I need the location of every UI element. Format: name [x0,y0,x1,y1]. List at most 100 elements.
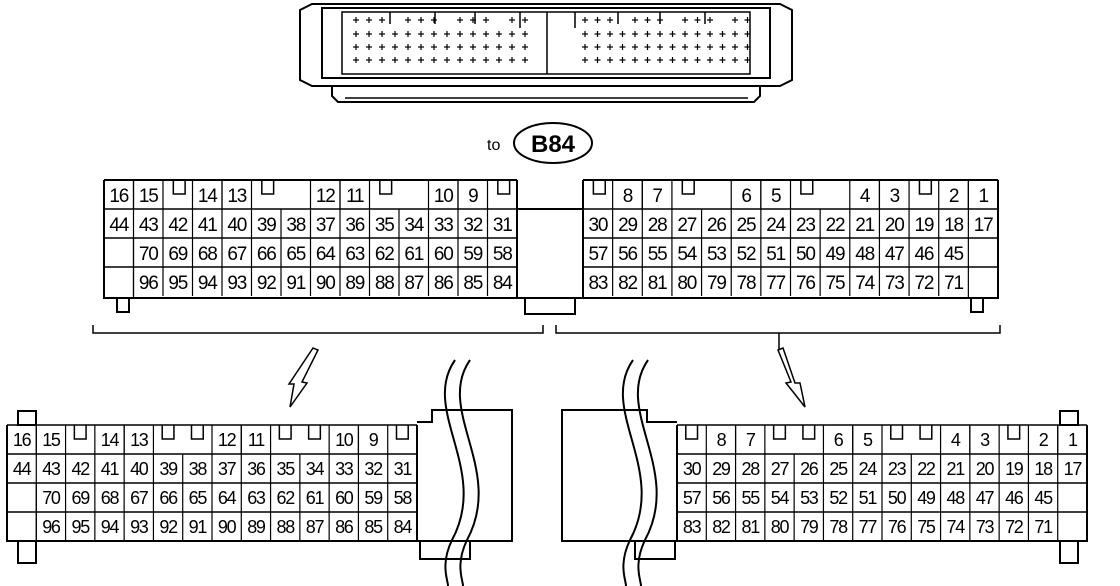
pin-label-65: 65 [189,488,208,508]
pin-label-45: 45 [944,244,963,265]
pin-label-27: 27 [677,215,696,236]
pin-label-94: 94 [101,517,120,537]
pin-label-37: 37 [218,459,237,479]
keying-notch [172,180,186,195]
pin-label-5: 5 [863,430,873,450]
split-brackets [92,325,1001,352]
pin-label-18: 18 [944,215,963,236]
pin-label-61: 61 [306,488,325,508]
pin-label-74: 74 [947,517,966,537]
pin-label-39: 39 [257,215,276,236]
keying-notch [772,425,787,440]
pin-label-96: 96 [42,517,61,537]
pin-label-75: 75 [917,517,936,537]
pin-label-64: 64 [218,488,237,508]
pin-label-22: 22 [826,215,845,236]
pin-label-21: 21 [947,459,966,479]
pin-label-92: 92 [159,517,178,537]
pin-label-11: 11 [346,186,364,207]
foot-right [970,297,984,313]
pin-label-3: 3 [890,186,900,207]
keying-notch [307,425,322,440]
pin-label-49: 49 [826,244,845,265]
pin-label-9: 9 [468,186,478,207]
pin-label-13: 13 [130,430,149,450]
pin-label-63: 63 [345,244,364,265]
pin-label-13: 13 [227,186,246,207]
foot-left-lower [17,540,37,564]
pin-label-41: 41 [101,459,120,479]
pin-label-7: 7 [746,430,756,450]
keying-notch [161,425,175,440]
pin-label-38: 38 [189,459,208,479]
pin-label-20: 20 [885,215,904,236]
pin-label-91: 91 [189,517,208,537]
pin-label-23: 23 [888,459,907,479]
pin-label-3: 3 [980,430,990,450]
foot-right-lower [1059,540,1079,564]
pin-label-6: 6 [834,430,844,450]
pin-label-47: 47 [885,244,904,265]
pin-label-17: 17 [974,215,993,236]
pin-label-93: 93 [130,517,149,537]
pin-label-43: 43 [42,459,61,479]
pin-label-53: 53 [707,244,726,265]
pin-label-94: 94 [198,273,218,294]
keying-notch [800,180,814,195]
pin-label-46: 46 [1005,488,1024,508]
pin-label-86: 86 [335,517,354,537]
pin-label-54: 54 [771,488,790,508]
keying-notch [918,180,933,195]
pin-label-50: 50 [796,244,815,265]
pin-label-35: 35 [277,459,296,479]
pin-label-95: 95 [168,273,187,294]
pin-label-18: 18 [1034,459,1053,479]
pin-label-38: 38 [286,215,305,236]
pin-label-85: 85 [364,517,383,537]
pin-label-11: 11 [248,430,265,450]
pin-label-82: 82 [712,517,731,537]
pin-label-9: 9 [369,430,379,450]
connector-illustration [299,3,793,103]
keying-notch [1007,425,1021,440]
connector-ref-prefix: to [487,137,500,154]
pin-label-1: 1 [1068,430,1078,450]
pin-label-57: 57 [588,244,607,265]
pin-label-87: 87 [404,273,423,294]
break-lines [443,359,658,586]
pin-label-32: 32 [463,215,482,236]
pin-label-65: 65 [286,244,305,265]
pin-label-30: 30 [683,459,702,479]
pin-label-51: 51 [766,244,785,265]
pin-label-2: 2 [1039,430,1049,450]
keying-notch [395,425,409,440]
pin-label-67: 67 [130,488,149,508]
pin-label-12: 12 [316,186,335,207]
keying-notch [802,425,816,440]
pin-label-34: 34 [306,459,325,479]
pin-label-10: 10 [335,430,354,450]
center-key [516,208,584,299]
connector-id: B84 [531,131,576,158]
pin-label-92: 92 [257,273,276,294]
keying-notch [261,180,275,195]
pin-label-84: 84 [493,273,513,294]
pin-label-20: 20 [976,459,995,479]
pin-label-70: 70 [139,244,158,265]
pin-label-93: 93 [227,273,246,294]
pin-label-42: 42 [72,459,91,479]
pin-label-70: 70 [42,488,61,508]
pin-label-14: 14 [198,186,218,207]
pin-label-39: 39 [159,459,178,479]
pin-label-27: 27 [771,459,790,479]
pin-label-45: 45 [1034,488,1053,508]
pin-label-21: 21 [855,215,874,236]
pin-label-29: 29 [712,459,731,479]
pin-label-47: 47 [976,488,995,508]
pin-label-89: 89 [345,273,364,294]
pin-label-15: 15 [139,186,158,207]
latch-right [1059,410,1079,426]
pin-label-79: 79 [800,517,819,537]
keying-notch [497,180,511,195]
